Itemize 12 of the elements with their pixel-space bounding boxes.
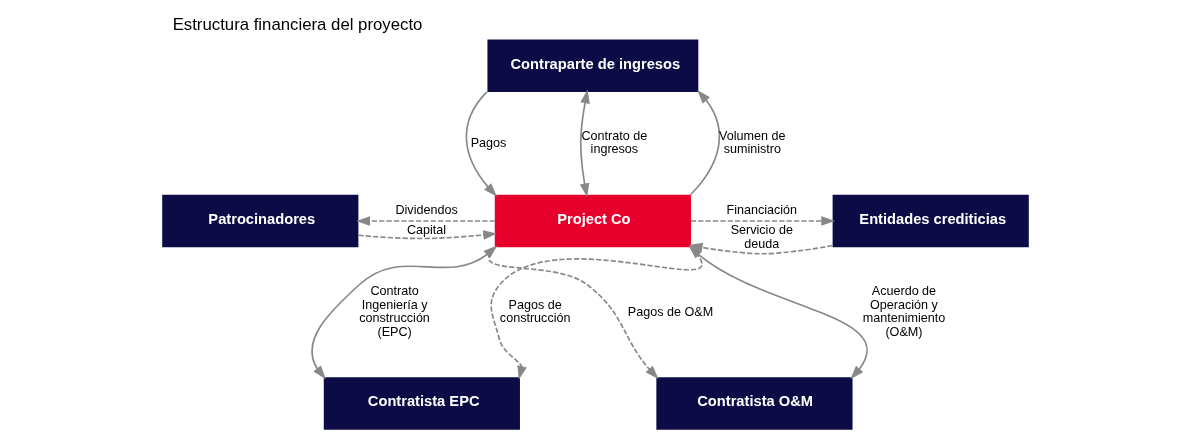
- edge-label: Contrato Ingeniería y construcción (EPC): [359, 284, 430, 339]
- edge-label: Pagos: [470, 135, 507, 150]
- edge-label: Financiación: [726, 203, 798, 218]
- edge-label: Pagos de construcción: [499, 297, 571, 326]
- edge-label: Contrato de ingresos: [581, 128, 648, 157]
- edge-label: Acuerdo de Operación y mantenimiento (O&M): [862, 284, 946, 339]
- edge-label: Volumen de suministro: [719, 128, 786, 157]
- diagram-title: Estructura financiera del proyecto: [172, 14, 423, 34]
- edge-label: Dividendos: [395, 203, 458, 218]
- edge-label: Capital: [407, 223, 447, 238]
- edge-label: Pagos de O&M: [627, 304, 714, 319]
- edge-label: Servicio de deuda: [730, 223, 793, 251]
